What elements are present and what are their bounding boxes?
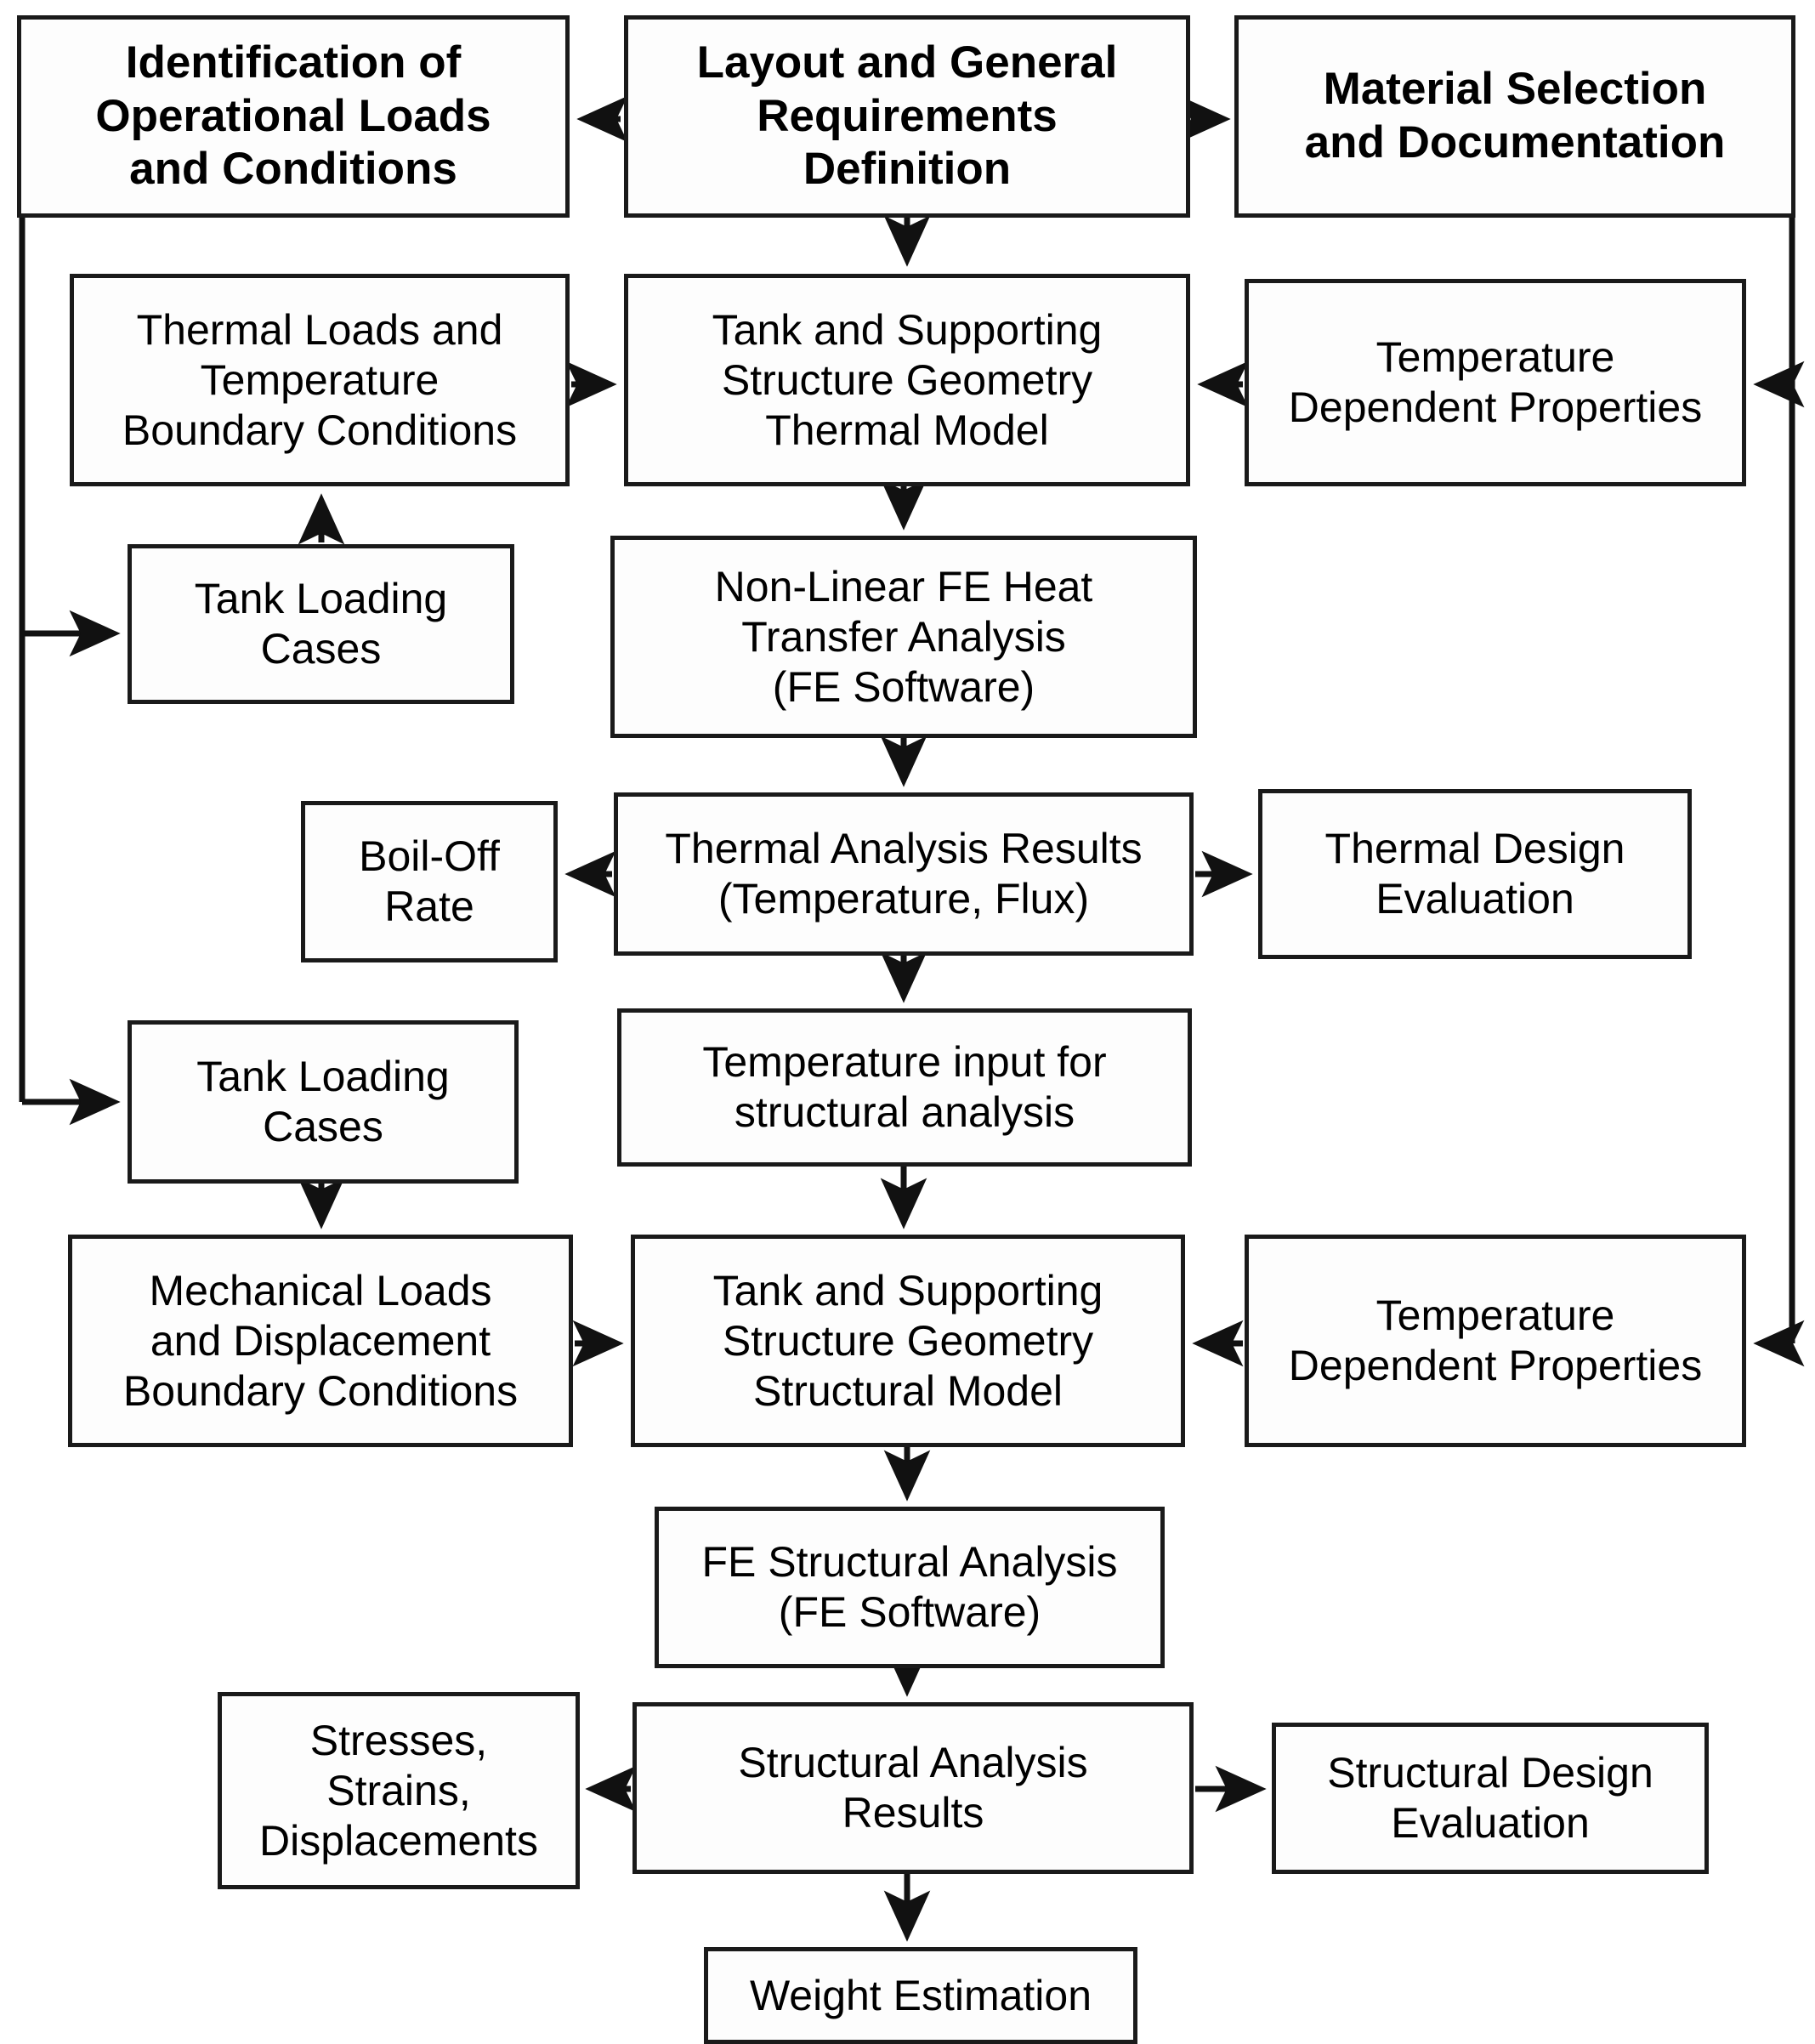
node-label: FE Structural Analysis(FE Software) [701,1538,1118,1636]
node-fe-structural-analysis[interactable]: FE Structural Analysis(FE Software) [655,1507,1165,1668]
node-label: Weight Estimation [749,1971,1092,2019]
node-weight-estimation[interactable]: Weight Estimation [704,1947,1137,2044]
node-label: Stresses,Strains,Displacements [259,1716,538,1865]
node-thermal-analysis-results[interactable]: Thermal Analysis Results(Temperature, Fl… [614,792,1194,956]
node-label: Thermal Analysis Results(Temperature, Fl… [665,825,1143,923]
node-stresses-strains-displacements[interactable]: Stresses,Strains,Displacements [218,1692,580,1889]
bus-right-vertical [1753,218,1805,1367]
